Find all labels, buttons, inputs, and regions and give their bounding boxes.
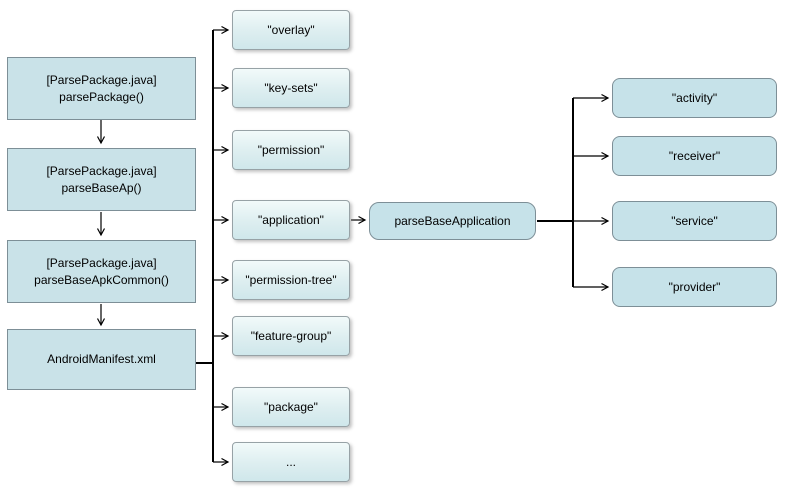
tag-permission-label: "permission" — [257, 142, 325, 157]
node-parse-package-file: [ParsePackage.java] — [46, 73, 157, 88]
tag-permission: "permission" — [232, 130, 350, 170]
tag-provider-label: "provider" — [668, 279, 721, 294]
tag-feature-group: "feature-group" — [232, 316, 350, 356]
tag-ellipsis-label: ... — [285, 454, 296, 469]
node-parse-base-ap: [ParsePackage.java] parseBaseAp() — [7, 148, 196, 211]
tag-receiver: "receiver" — [612, 136, 777, 176]
node-parse-package-method: parsePackage() — [59, 89, 144, 104]
component-branch-arrows — [573, 93, 610, 292]
node-parse-package: [ParsePackage.java] parsePackage() — [7, 57, 196, 120]
tag-ellipsis: ... — [232, 442, 350, 482]
tag-key-sets-label: "key-sets" — [264, 80, 318, 95]
tag-service-label: "service" — [671, 213, 718, 228]
tag-package-label: "package" — [264, 399, 318, 414]
manifest-branch-arrows — [213, 25, 230, 467]
node-parse-base-ap-method: parseBaseAp() — [61, 180, 142, 195]
node-parse-base-apk-common-method: parseBaseApkCommon() — [34, 272, 169, 287]
pba-trunk — [537, 98, 574, 287]
tag-application-label: "application" — [258, 212, 324, 227]
node-android-manifest-label: AndroidManifest.xml — [47, 352, 156, 367]
tag-activity: "activity" — [612, 78, 777, 118]
tag-overlay-label: "overlay" — [267, 22, 315, 37]
tag-activity-label: "activity" — [671, 90, 718, 105]
tag-feature-group-label: "feature-group" — [250, 328, 332, 343]
node-parse-base-ap-file: [ParsePackage.java] — [46, 164, 157, 179]
node-parse-base-apk-common-file: [ParsePackage.java] — [46, 256, 157, 271]
node-parse-base-application-label: parseBaseApplication — [394, 213, 511, 228]
manifest-trunk — [196, 30, 214, 462]
tag-overlay: "overlay" — [232, 10, 350, 50]
tag-key-sets: "key-sets" — [232, 68, 350, 108]
tag-service: "service" — [612, 201, 777, 241]
node-android-manifest: AndroidManifest.xml — [7, 329, 196, 390]
tag-permission-tree-label: "permission-tree" — [245, 272, 337, 287]
tag-receiver-label: "receiver" — [668, 148, 721, 163]
node-parse-base-application: parseBaseApplication — [369, 202, 536, 240]
tag-provider: "provider" — [612, 267, 777, 307]
tag-permission-tree: "permission-tree" — [232, 260, 350, 300]
tag-application: "application" — [232, 200, 350, 240]
node-parse-base-apk-common: [ParsePackage.java] parseBaseApkCommon() — [7, 240, 196, 303]
tag-package: "package" — [232, 387, 350, 427]
